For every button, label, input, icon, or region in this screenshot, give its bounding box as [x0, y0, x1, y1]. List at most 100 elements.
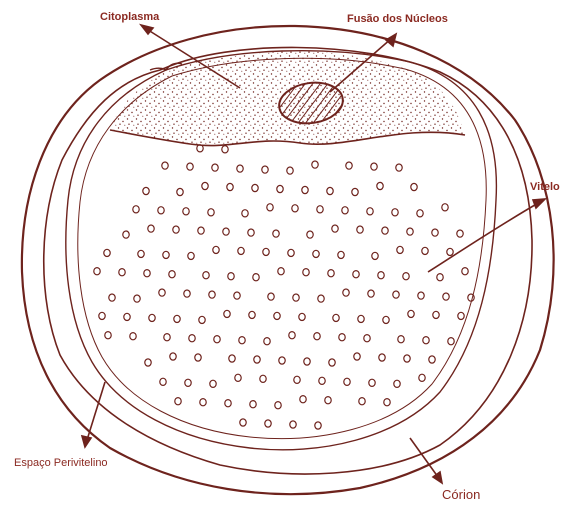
yolk-granule: [222, 146, 228, 153]
yolk-granule: [202, 182, 208, 189]
yolk-granule: [160, 378, 166, 385]
yolk-granule: [338, 251, 344, 258]
yolk-granule: [130, 333, 136, 340]
yolk-granule: [214, 336, 220, 343]
yolk-granule: [274, 312, 280, 319]
yolk-granule: [225, 400, 231, 407]
yolk-granule: [275, 402, 281, 409]
pointer-espaco: [82, 382, 105, 447]
yolk-granule: [94, 268, 100, 275]
yolk-granule: [195, 354, 201, 361]
yolk-granule: [203, 272, 209, 279]
yolk-granule: [411, 183, 417, 190]
yolk-granule: [235, 374, 241, 381]
yolk-granule: [419, 374, 425, 381]
yolk-granule: [437, 274, 443, 281]
yolk-granule: [396, 164, 402, 171]
yolk-granule: [210, 380, 216, 387]
yolk-granule: [432, 229, 438, 236]
yolk-granule: [169, 271, 175, 278]
yolk-granule: [200, 399, 206, 406]
yolk-granule: [342, 207, 348, 214]
yolk-granule: [164, 334, 170, 341]
yolk-granule: [242, 210, 248, 217]
yolk-granule: [408, 310, 414, 317]
yolk-granule: [105, 332, 111, 339]
yolk-granule: [263, 248, 269, 255]
yolk-granule: [292, 205, 298, 212]
yolk-granule: [104, 249, 110, 256]
yolk-granules: [94, 145, 474, 429]
label-citoplasma: Citoplasma: [100, 12, 159, 23]
yolk-granule: [357, 226, 363, 233]
yolk-granule: [119, 269, 125, 276]
yolk-granule: [312, 161, 318, 168]
yolk-granule: [212, 164, 218, 171]
yolk-granule: [228, 273, 234, 280]
yolk-granule: [313, 250, 319, 257]
yolk-granule: [162, 162, 168, 169]
yolk-granule: [325, 397, 331, 404]
yolk-granule: [367, 208, 373, 215]
yolk-granule: [252, 184, 258, 191]
yolk-granule: [248, 229, 254, 236]
yolk-granule: [262, 166, 268, 173]
label-vitelo: Vitelo: [530, 182, 560, 193]
yolk-granule: [364, 335, 370, 342]
yolk-granule: [418, 292, 424, 299]
yolk-granule: [397, 246, 403, 253]
yolk-granule: [358, 315, 364, 322]
yolk-granule: [229, 355, 235, 362]
yolk-granule: [148, 225, 154, 232]
yolk-granule: [145, 359, 151, 366]
yolk-granule: [227, 183, 233, 190]
yolk-granule: [300, 396, 306, 403]
yolk-granule: [175, 398, 181, 405]
yolk-granule: [224, 310, 230, 317]
yolk-granule: [403, 273, 409, 280]
yolk-granule: [189, 335, 195, 342]
yolk-granule: [319, 377, 325, 384]
yolk-granule: [124, 313, 130, 320]
yolk-granule: [383, 316, 389, 323]
yolk-granule: [359, 398, 365, 405]
yolk-granule: [134, 295, 140, 302]
yolk-granule: [379, 354, 385, 361]
yolk-granule: [209, 291, 215, 298]
yolk-granule: [174, 315, 180, 322]
yolk-granule: [260, 375, 266, 382]
yolk-granule: [344, 378, 350, 385]
yolk-granule: [287, 167, 293, 174]
yolk-granule: [392, 209, 398, 216]
yolk-granule: [447, 248, 453, 255]
yolk-granule: [369, 379, 375, 386]
yolk-granule: [339, 334, 345, 341]
yolk-granule: [213, 246, 219, 253]
yolk-granule: [394, 380, 400, 387]
yolk-granule: [293, 294, 299, 301]
yolk-granule: [398, 336, 404, 343]
yolk-granule: [273, 230, 279, 237]
yolk-granule: [234, 292, 240, 299]
yolk-granule: [163, 251, 169, 258]
yolk-granule: [138, 250, 144, 257]
yolk-granule: [268, 293, 274, 300]
yolk-granule: [133, 206, 139, 213]
yolk-granule: [289, 332, 295, 339]
yolk-granule: [159, 289, 165, 296]
yolk-granule: [423, 337, 429, 344]
yolk-granule: [253, 274, 259, 281]
yolk-granule: [368, 290, 374, 297]
yolk-granule: [149, 314, 155, 321]
yolk-granule: [343, 289, 349, 296]
label-corion: Córion: [442, 488, 480, 501]
yolk-granule: [279, 357, 285, 364]
yolk-granule: [299, 313, 305, 320]
yolk-granule: [422, 247, 428, 254]
yolk-granule: [462, 268, 468, 275]
yolk-granule: [177, 188, 183, 195]
yolk-granule: [123, 231, 129, 238]
yolk-granule: [158, 207, 164, 214]
yolk-granule: [377, 182, 383, 189]
